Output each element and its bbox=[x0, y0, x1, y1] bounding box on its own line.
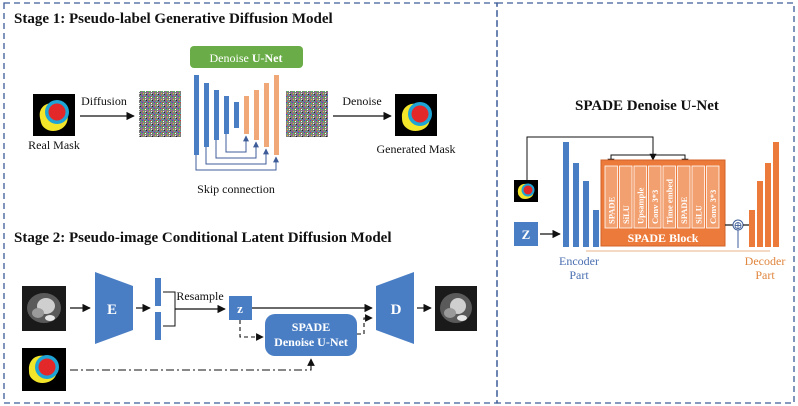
skip-connection-label: Skip connection bbox=[197, 182, 275, 196]
spade-unet-label-line2: Denoise U-Net bbox=[274, 335, 348, 349]
latent-z-box bbox=[229, 296, 252, 320]
spade-unet-label-line1: SPADE bbox=[292, 320, 330, 334]
spade-layer-label: Time embed bbox=[664, 179, 674, 224]
spade-layer-column bbox=[706, 165, 720, 229]
decoder-part-label-line1: Decoder bbox=[745, 254, 786, 268]
spade-decoder-bar bbox=[749, 210, 755, 247]
decoder-block bbox=[376, 272, 414, 344]
noise-image-input bbox=[139, 91, 181, 137]
real-mask-label: Real Mask bbox=[28, 138, 80, 152]
latent-bar-top bbox=[155, 278, 161, 306]
spade-mask-image bbox=[514, 180, 538, 202]
spade-layer-label: SiLU bbox=[621, 205, 631, 224]
skip-connections bbox=[195, 134, 279, 171]
noise-image-output bbox=[286, 91, 328, 137]
spade-to-decoder-arrow bbox=[357, 314, 373, 335]
stage2-title: Stage 2: Pseudo-image Conditional Latent… bbox=[14, 230, 392, 246]
spade-layer-label: Upsample bbox=[635, 187, 645, 224]
spade-encoder-bar bbox=[563, 142, 569, 247]
generated-mask-image bbox=[395, 94, 437, 136]
spade-z-box bbox=[514, 222, 538, 246]
right-panel-border bbox=[496, 2, 795, 404]
spade-encoder-bar bbox=[593, 210, 599, 247]
unet-badge-label: Denoise U-Net bbox=[210, 51, 283, 65]
unet-decoder-bar bbox=[274, 75, 279, 155]
spade-unet-box bbox=[265, 314, 357, 356]
spade-layer-label: SiLU bbox=[693, 205, 703, 224]
unet-encoder-bar bbox=[224, 96, 229, 134]
spade-layer-column bbox=[619, 165, 633, 229]
condition-mask-image bbox=[22, 348, 66, 391]
latent-bar-bottom bbox=[155, 312, 161, 340]
spade-encoder bbox=[563, 142, 599, 247]
spade-unet-title: SPADE Denoise U-Net bbox=[575, 98, 719, 114]
spade-layer-column bbox=[604, 165, 618, 229]
unet-encoder-bar bbox=[194, 75, 199, 155]
output-mri-image bbox=[435, 286, 477, 331]
latent-z-label: z bbox=[237, 301, 243, 316]
spade-layer-label: SPADE bbox=[606, 196, 616, 224]
real-mask-image bbox=[33, 94, 75, 136]
encoder-label: E bbox=[107, 302, 117, 318]
spade-decoder-bar bbox=[757, 181, 763, 247]
resample-label: Resample bbox=[176, 289, 223, 303]
spade-encoder-bar bbox=[583, 181, 589, 247]
spade-layer-column bbox=[691, 165, 705, 229]
input-mri-image bbox=[22, 286, 66, 331]
spade-layer-column bbox=[633, 165, 647, 229]
decoder-label: D bbox=[391, 302, 402, 318]
unet-encoder-bar bbox=[214, 90, 219, 140]
resample-bracket bbox=[163, 291, 176, 327]
spade-block-label: SPADE Block bbox=[628, 231, 699, 245]
spade-decoder-bar bbox=[765, 163, 771, 247]
spade-block-layers: SPADE SiLU Upsample Conv 3*3 Time embed SPADE… bbox=[604, 165, 720, 229]
stage1-unet bbox=[194, 75, 279, 155]
unet-decoder-bar bbox=[254, 90, 259, 140]
unet-decoder-bar bbox=[264, 83, 269, 147]
generated-mask-label: Generated Mask bbox=[377, 142, 456, 156]
stage1-title: Stage 1: Pseudo-label Generative Diffusi… bbox=[14, 11, 333, 27]
spade-encoder-bar bbox=[573, 163, 579, 247]
spade-layer-label: Conv 3*3 bbox=[708, 190, 718, 224]
unet-encoder-bar bbox=[204, 83, 209, 147]
spade-decoder bbox=[749, 142, 779, 247]
decoder-part-label-line2: Part bbox=[755, 268, 775, 282]
encoder-part-label-line1: Encoder bbox=[559, 254, 599, 268]
encoder-part-label-line2: Part bbox=[569, 268, 589, 282]
unet-badge bbox=[190, 46, 303, 68]
spade-layer-column bbox=[648, 165, 662, 229]
add-icon: ⊕ bbox=[733, 220, 742, 232]
spade-layer-label: SPADE bbox=[679, 196, 689, 224]
mask-to-spade-arrow bbox=[70, 358, 315, 371]
spade-layer-label: Conv 3*3 bbox=[650, 190, 660, 224]
denoise-label: Denoise bbox=[342, 94, 381, 108]
encoder-block bbox=[95, 272, 133, 344]
unet-decoder-bar bbox=[244, 96, 249, 134]
spade-layer-column bbox=[662, 165, 676, 229]
z-to-spade-arrow bbox=[239, 320, 264, 341]
spade-layer-column bbox=[677, 165, 691, 229]
unet-bottleneck-bar bbox=[234, 102, 239, 128]
spade-decoder-bar bbox=[773, 142, 779, 247]
spade-z-label: Z bbox=[522, 227, 531, 242]
diffusion-label: Diffusion bbox=[81, 94, 127, 108]
